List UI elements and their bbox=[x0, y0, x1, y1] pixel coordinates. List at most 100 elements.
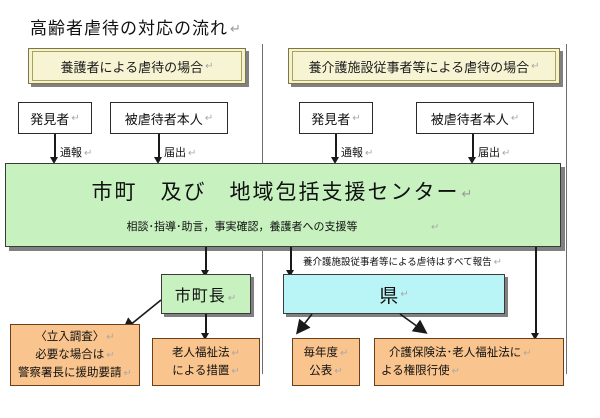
connector-center-to-mayor bbox=[205, 247, 207, 273]
connector-right-discoverer bbox=[335, 134, 337, 160]
reporter-box-left-discoverer: 発見者↵ bbox=[18, 102, 92, 134]
reporter-box-left-victim: 被虐待者本人↵ bbox=[110, 102, 228, 134]
arrowhead-center-to-authority bbox=[531, 333, 539, 340]
pilcrow-mark: ↵ bbox=[205, 60, 214, 72]
connector-left-victim bbox=[158, 134, 160, 160]
header-left-label: 養護者による虐待の場合 bbox=[60, 60, 204, 76]
center-box-title: 市町 及び 地域包括支援センター↵ bbox=[92, 176, 475, 206]
inspection-line-2-wrap: 必要な場合は↵ bbox=[35, 346, 114, 364]
pilcrow-mark: ↵ bbox=[493, 257, 503, 268]
center-box-municipality: 市町 及び 地域包括支援センター↵ 相談･指導･助言，事実確認，養護者への支援等… bbox=[5, 163, 561, 247]
pilcrow-mark: ↵ bbox=[227, 293, 238, 304]
authority-line-2-wrap: よる権限行使↵ bbox=[381, 362, 460, 380]
arrowhead-left-victim bbox=[154, 157, 162, 164]
inspection-line-1-wrap: 〈立入調査〉↵ bbox=[35, 328, 114, 346]
authority-line-1-wrap: 介護保険法･老人福祉法に↵ bbox=[381, 344, 532, 362]
label-text: 届出 bbox=[478, 146, 500, 159]
header-box-right-inner: 養介護施設従事者等による虐待の場合↵ bbox=[292, 51, 556, 81]
pilcrow-mark: ↵ bbox=[231, 348, 240, 360]
connector-label-left-notify: 通報↵ bbox=[60, 144, 92, 160]
center-subtitle-text: 相談･指導･助言，事実確認，養護者への支援等 bbox=[126, 220, 358, 233]
connector-label-left-submit: 届出↵ bbox=[164, 144, 196, 160]
publication-line-2: 公表 bbox=[309, 363, 333, 377]
welfare-law-line-1: 老人福祉法 bbox=[172, 345, 230, 360]
outcome-box-welfare-law: 老人福祉法↵ による措置↵ bbox=[152, 338, 260, 386]
publication-line-2-wrap: 公表↵ bbox=[309, 362, 342, 380]
arrowhead-right-victim bbox=[468, 157, 476, 164]
pilcrow-mark: ↵ bbox=[84, 148, 93, 159]
reporter-left-victim-label: 被虐待者本人 bbox=[124, 112, 203, 128]
arrowhead-left-discoverer bbox=[50, 157, 58, 164]
pilcrow-mark: ↵ bbox=[451, 366, 461, 377]
connector-center-to-authority bbox=[535, 247, 537, 336]
arrowhead-mayor-to-welfare-law bbox=[201, 333, 209, 340]
column-divider-right bbox=[566, 44, 568, 374]
reporter-right-discoverer-label: 発見者 bbox=[311, 112, 351, 128]
authority-line-1: 介護保険法･老人福祉法に bbox=[389, 345, 522, 360]
header-box-right: 養介護施設従事者等による虐待の場合↵ bbox=[288, 48, 560, 84]
welfare-law-line-1-wrap: 老人福祉法↵ bbox=[172, 344, 240, 362]
pilcrow-mark: ↵ bbox=[188, 148, 197, 159]
connector-right-victim bbox=[472, 134, 474, 160]
reporter-box-right-victim: 被虐待者本人↵ bbox=[416, 102, 534, 134]
center-title-text: 市町 及び 地域包括支援センター bbox=[91, 180, 460, 204]
inspection-line-3-wrap: 警察署長に援助要請↵ bbox=[18, 364, 132, 382]
actor-box-mayor: 市町長↵ bbox=[161, 274, 251, 314]
pilcrow-mark: ↵ bbox=[71, 112, 80, 124]
arrowhead-center-to-prefecture bbox=[286, 270, 294, 277]
label-text: 通報 bbox=[341, 146, 363, 159]
pilcrow-mark: ↵ bbox=[123, 367, 132, 379]
pilcrow-mark: ↵ bbox=[352, 112, 361, 124]
header-right-label: 養介護施設従事者等による虐待の場合 bbox=[308, 60, 530, 76]
label-text: 通報 bbox=[60, 146, 82, 159]
pilcrow-mark: ↵ bbox=[106, 350, 115, 362]
reporter-right-victim-label: 被虐待者本人 bbox=[430, 112, 509, 128]
connector-left-discoverer bbox=[54, 134, 56, 160]
pilcrow-mark: ↵ bbox=[510, 112, 520, 124]
reporter-left-discoverer-label: 発見者 bbox=[30, 112, 70, 128]
connector-label-right-submit: 届出↵ bbox=[478, 144, 510, 160]
authority-line-2: よる権限行使 bbox=[381, 363, 450, 377]
connector-center-to-prefecture bbox=[290, 247, 292, 273]
inspection-line-2: 必要な場合は bbox=[35, 347, 105, 362]
arrowhead-center-to-mayor bbox=[201, 270, 209, 277]
inspection-line-3: 警察署長に援助要請 bbox=[18, 364, 122, 379]
pilcrow-mark: ↵ bbox=[334, 366, 343, 377]
publication-line-1-wrap: 毎年度↵ bbox=[304, 344, 349, 362]
mayor-label: 市町長 bbox=[174, 286, 226, 305]
page-title-text: 高齢者虐待の対応の流れ bbox=[30, 19, 228, 39]
outcome-box-authority: 介護保険法･老人福祉法に↵ よる権限行使↵ bbox=[374, 338, 564, 386]
pilcrow-mark: ↵ bbox=[230, 22, 242, 37]
pilcrow-mark: ↵ bbox=[431, 222, 440, 233]
pilcrow-mark: ↵ bbox=[531, 60, 540, 72]
reporter-box-right-discoverer: 発見者↵ bbox=[299, 102, 373, 134]
mayor-label-wrap: 市町長↵ bbox=[175, 282, 237, 306]
center-box-subtitle: 相談･指導･助言，事実確認，養護者への支援等 ↵ bbox=[127, 218, 440, 234]
arrowhead-right-discoverer bbox=[331, 157, 339, 164]
actor-box-prefecture: 県↵ bbox=[283, 274, 505, 314]
note-text: 養介護施設従事者等による虐待はすべて報告 bbox=[303, 257, 492, 268]
pilcrow-mark: ↵ bbox=[204, 112, 214, 124]
prefecture-label: 県 bbox=[379, 284, 399, 307]
note-report-all: 養介護施設従事者等による虐待はすべて報告↵ bbox=[303, 254, 502, 268]
pilcrow-mark: ↵ bbox=[340, 348, 349, 360]
page-title: 高齢者虐待の対応の流れ↵ bbox=[30, 14, 242, 39]
header-box-left: 養護者による虐待の場合↵ bbox=[28, 48, 246, 84]
inspection-line-1: 〈立入調査〉 bbox=[35, 329, 105, 344]
pilcrow-mark: ↵ bbox=[523, 348, 532, 360]
pilcrow-mark: ↵ bbox=[502, 148, 511, 159]
welfare-law-line-2: による措置 bbox=[172, 363, 230, 377]
welfare-law-line-2-wrap: による措置↵ bbox=[172, 362, 240, 380]
label-text: 届出 bbox=[164, 146, 186, 159]
pilcrow-mark: ↵ bbox=[106, 332, 115, 344]
outcome-box-inspection: 〈立入調査〉↵ 必要な場合は↵ 警察署長に援助要請↵ bbox=[10, 324, 140, 386]
connector-mayor-to-welfare-law bbox=[205, 314, 207, 336]
header-box-left-inner: 養護者による虐待の場合↵ bbox=[32, 51, 242, 81]
connector-label-right-notify: 通報↵ bbox=[341, 144, 373, 160]
pilcrow-mark: ↵ bbox=[365, 148, 374, 159]
publication-line-1: 毎年度 bbox=[303, 345, 339, 360]
pilcrow-mark: ↵ bbox=[231, 366, 240, 377]
outcome-box-publication: 毎年度↵ 公表↵ bbox=[292, 338, 360, 386]
pilcrow-mark: ↵ bbox=[461, 187, 475, 202]
